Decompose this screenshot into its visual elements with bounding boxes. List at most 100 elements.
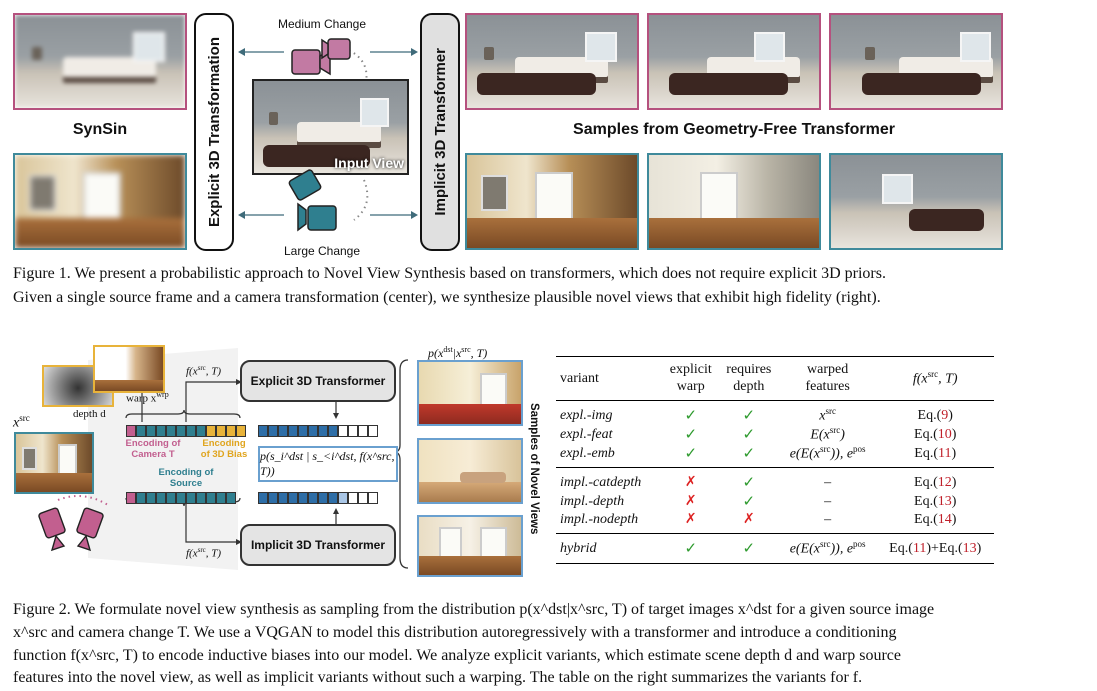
f-label-top-end: , T) — [205, 365, 222, 378]
cell-depth: ✓ — [742, 446, 756, 462]
sample-image-top-2 — [647, 13, 821, 110]
encoding-source-label: Encoding of Source — [158, 467, 214, 489]
conditional-formula-box: p(s_i^dst | s_<i^dst, f(x^src, T)) — [258, 446, 398, 482]
cell-variant: expl.-feat — [560, 426, 613, 442]
figure-2-caption-line-2: x^src and camera change T. We use a VQGA… — [13, 624, 897, 641]
header-features: features — [805, 378, 850, 394]
token — [156, 492, 166, 504]
p-dist-c: , T) — [470, 346, 488, 360]
token — [298, 492, 308, 504]
table-row: hybrid ✓ ✓ e(E(xsrc)), epos Eq.(11)+Eq.(… — [556, 533, 994, 564]
cell-eq: Eq.(9) — [876, 401, 994, 426]
medium-change-label: Medium Change — [277, 17, 367, 31]
cell-depth: ✗ — [742, 512, 755, 527]
token — [156, 425, 166, 437]
output-tokens-bottom — [258, 492, 378, 504]
eq-mid: )+Eq.( — [926, 540, 963, 556]
cell-eq: Eq.(14) — [876, 511, 994, 534]
token — [176, 492, 186, 504]
xsrc-label-sup: src — [19, 413, 30, 423]
cell-eq: Eq.(10) — [876, 425, 994, 444]
sample-image-top-3 — [829, 13, 1003, 110]
camera-medium-icon — [291, 38, 351, 76]
token — [358, 425, 368, 437]
token — [318, 492, 328, 504]
token — [216, 425, 226, 437]
header-requires: requires — [726, 361, 772, 377]
cell-eq: Eq.(11) — [876, 444, 994, 468]
source-cameras-icon — [38, 507, 104, 552]
eq-ref[interactable]: 9 — [941, 407, 949, 423]
f-label-top-text: f(x — [186, 365, 198, 378]
cell-eq: Eq.(11)+Eq.(13) — [876, 534, 994, 564]
cell-warp: ✓ — [684, 408, 698, 424]
cell-depth: ✓ — [742, 475, 756, 491]
token — [226, 425, 236, 437]
cell-features: E(xsrc) — [810, 425, 845, 443]
eq-ref-2[interactable]: 13 — [962, 540, 977, 556]
eq-ref[interactable]: 13 — [937, 493, 952, 509]
token — [126, 425, 136, 437]
eq-ref[interactable]: 10 — [937, 426, 952, 442]
f-label-top: f(xsrc, T) — [186, 364, 221, 378]
encoding-top-tokens — [126, 425, 246, 437]
token — [368, 492, 378, 504]
token — [176, 425, 186, 437]
sample-image-bottom-1 — [465, 153, 639, 250]
header-variant: variant — [560, 370, 599, 386]
token — [186, 492, 196, 504]
f-label-bottom-text: f(x — [186, 547, 198, 560]
synsin-image-large — [13, 153, 187, 250]
input-view-image: Input View — [252, 79, 409, 175]
token — [338, 425, 348, 437]
eq-ref[interactable]: 12 — [937, 474, 952, 490]
token — [216, 492, 226, 504]
encoding-bottom-tokens — [126, 492, 236, 504]
cell-variant: impl.-catdepth — [560, 474, 642, 490]
table-row: impl.-depth ✗ ✓ – Eq.(13) — [556, 492, 994, 511]
token — [338, 492, 348, 504]
sample-image-bottom-3 — [829, 153, 1003, 250]
token — [308, 492, 318, 504]
token — [358, 492, 368, 504]
figure-2-caption-line-1: Figure 2. We formulate novel view synthe… — [13, 601, 935, 618]
sample-image-top-1 — [465, 13, 639, 110]
token — [328, 425, 338, 437]
header-depth: depth — [733, 378, 765, 394]
novel-view-sample-1 — [417, 360, 523, 426]
figure-2-caption-line-3: function f(x^src, T) to encode inductive… — [13, 647, 902, 664]
eq-ref[interactable]: 14 — [937, 511, 952, 527]
token — [146, 425, 156, 437]
implicit-transformer-box: Implicit 3D Transformer — [240, 524, 396, 566]
eq-ref[interactable]: 11 — [938, 445, 952, 461]
table-header-row-2: warp depth features — [556, 378, 994, 401]
cell-variant: expl.-img — [560, 407, 613, 423]
explicit-transformer-box: Explicit 3D Transformer — [240, 360, 396, 402]
samples-of-novel-views-label: Samples of Novel Views — [526, 362, 542, 576]
eq-post: ) — [951, 426, 957, 442]
token — [136, 425, 146, 437]
cell-eq: Eq.(13) — [876, 492, 994, 511]
eq-ref[interactable]: 11 — [912, 540, 927, 556]
token — [318, 425, 328, 437]
cell-warp: ✓ — [684, 446, 698, 462]
explicit-3d-transformation-box: Explicit 3D Transformation — [194, 13, 234, 251]
table-row: expl.-img ✓ ✓ xsrc Eq.(9) — [556, 400, 994, 426]
cell-warp: ✓ — [684, 541, 698, 557]
eq-pre: Eq.( — [914, 511, 938, 527]
cell-eq: Eq.(12) — [876, 468, 994, 493]
token — [268, 425, 278, 437]
synsin-label: SynSin — [72, 121, 128, 138]
warp-label-text: warp x — [126, 392, 157, 405]
samples-label: Samples from Geometry-Free Transformer — [573, 121, 895, 138]
eq-pre: Eq.( — [917, 407, 942, 423]
token — [196, 425, 206, 437]
token — [308, 425, 318, 437]
token — [136, 492, 146, 504]
eq-post: ) — [951, 493, 957, 509]
eq-post: ) — [948, 407, 953, 423]
large-change-label: Large Change — [283, 244, 361, 258]
f-label-bottom-sup: src — [197, 546, 206, 554]
cell-variant: impl.-depth — [560, 493, 625, 509]
header-warped: warped — [807, 361, 849, 377]
